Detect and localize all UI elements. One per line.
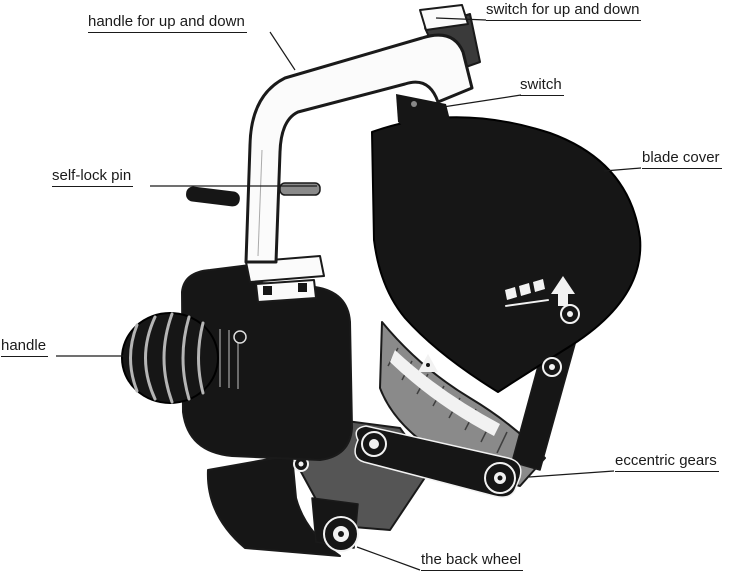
- base-sled: [206, 454, 341, 557]
- leader-lines: [56, 17, 642, 571]
- label-self-lock-pin: self-lock pin: [52, 167, 134, 187]
- label-eccentric-gears: eccentric gears: [615, 452, 719, 472]
- leader-blade-cover: [603, 167, 642, 172]
- label-handle-for-up-and-down: handle for up and down: [88, 13, 247, 33]
- label-the-back-wheel: the back wheel: [421, 551, 524, 571]
- knob-handle: [121, 312, 219, 404]
- blade-cover: [371, 116, 642, 393]
- knob-neck: [212, 328, 248, 390]
- cover-marks: [505, 279, 549, 308]
- label-switch-for-up-and-down: switch for up and down: [486, 1, 642, 21]
- leader-switch-for-up-and-down: [435, 17, 487, 21]
- carry-handle: [244, 33, 474, 264]
- label-handle: handle: [1, 337, 49, 357]
- lower-blade-guard: [379, 321, 546, 487]
- pivot-bolts: [542, 304, 580, 377]
- direction-arrow-icon: [551, 276, 575, 306]
- up-down-switch-tab: [419, 4, 469, 31]
- back-wheel: [311, 497, 359, 552]
- guard-stripe: [390, 350, 500, 436]
- machine: [121, 4, 642, 557]
- motor-housing: [181, 263, 353, 461]
- leader-switch: [442, 94, 522, 108]
- eccentric-gear-arm: [354, 425, 522, 498]
- trigger-switch: [396, 94, 452, 142]
- leader-eccentric-gears: [528, 470, 615, 478]
- leader-the-back-wheel: [356, 546, 421, 571]
- leader-handle-for-up-and-down: [269, 31, 296, 71]
- label-blade-cover: blade cover: [642, 149, 722, 169]
- label-switch: switch: [520, 76, 564, 96]
